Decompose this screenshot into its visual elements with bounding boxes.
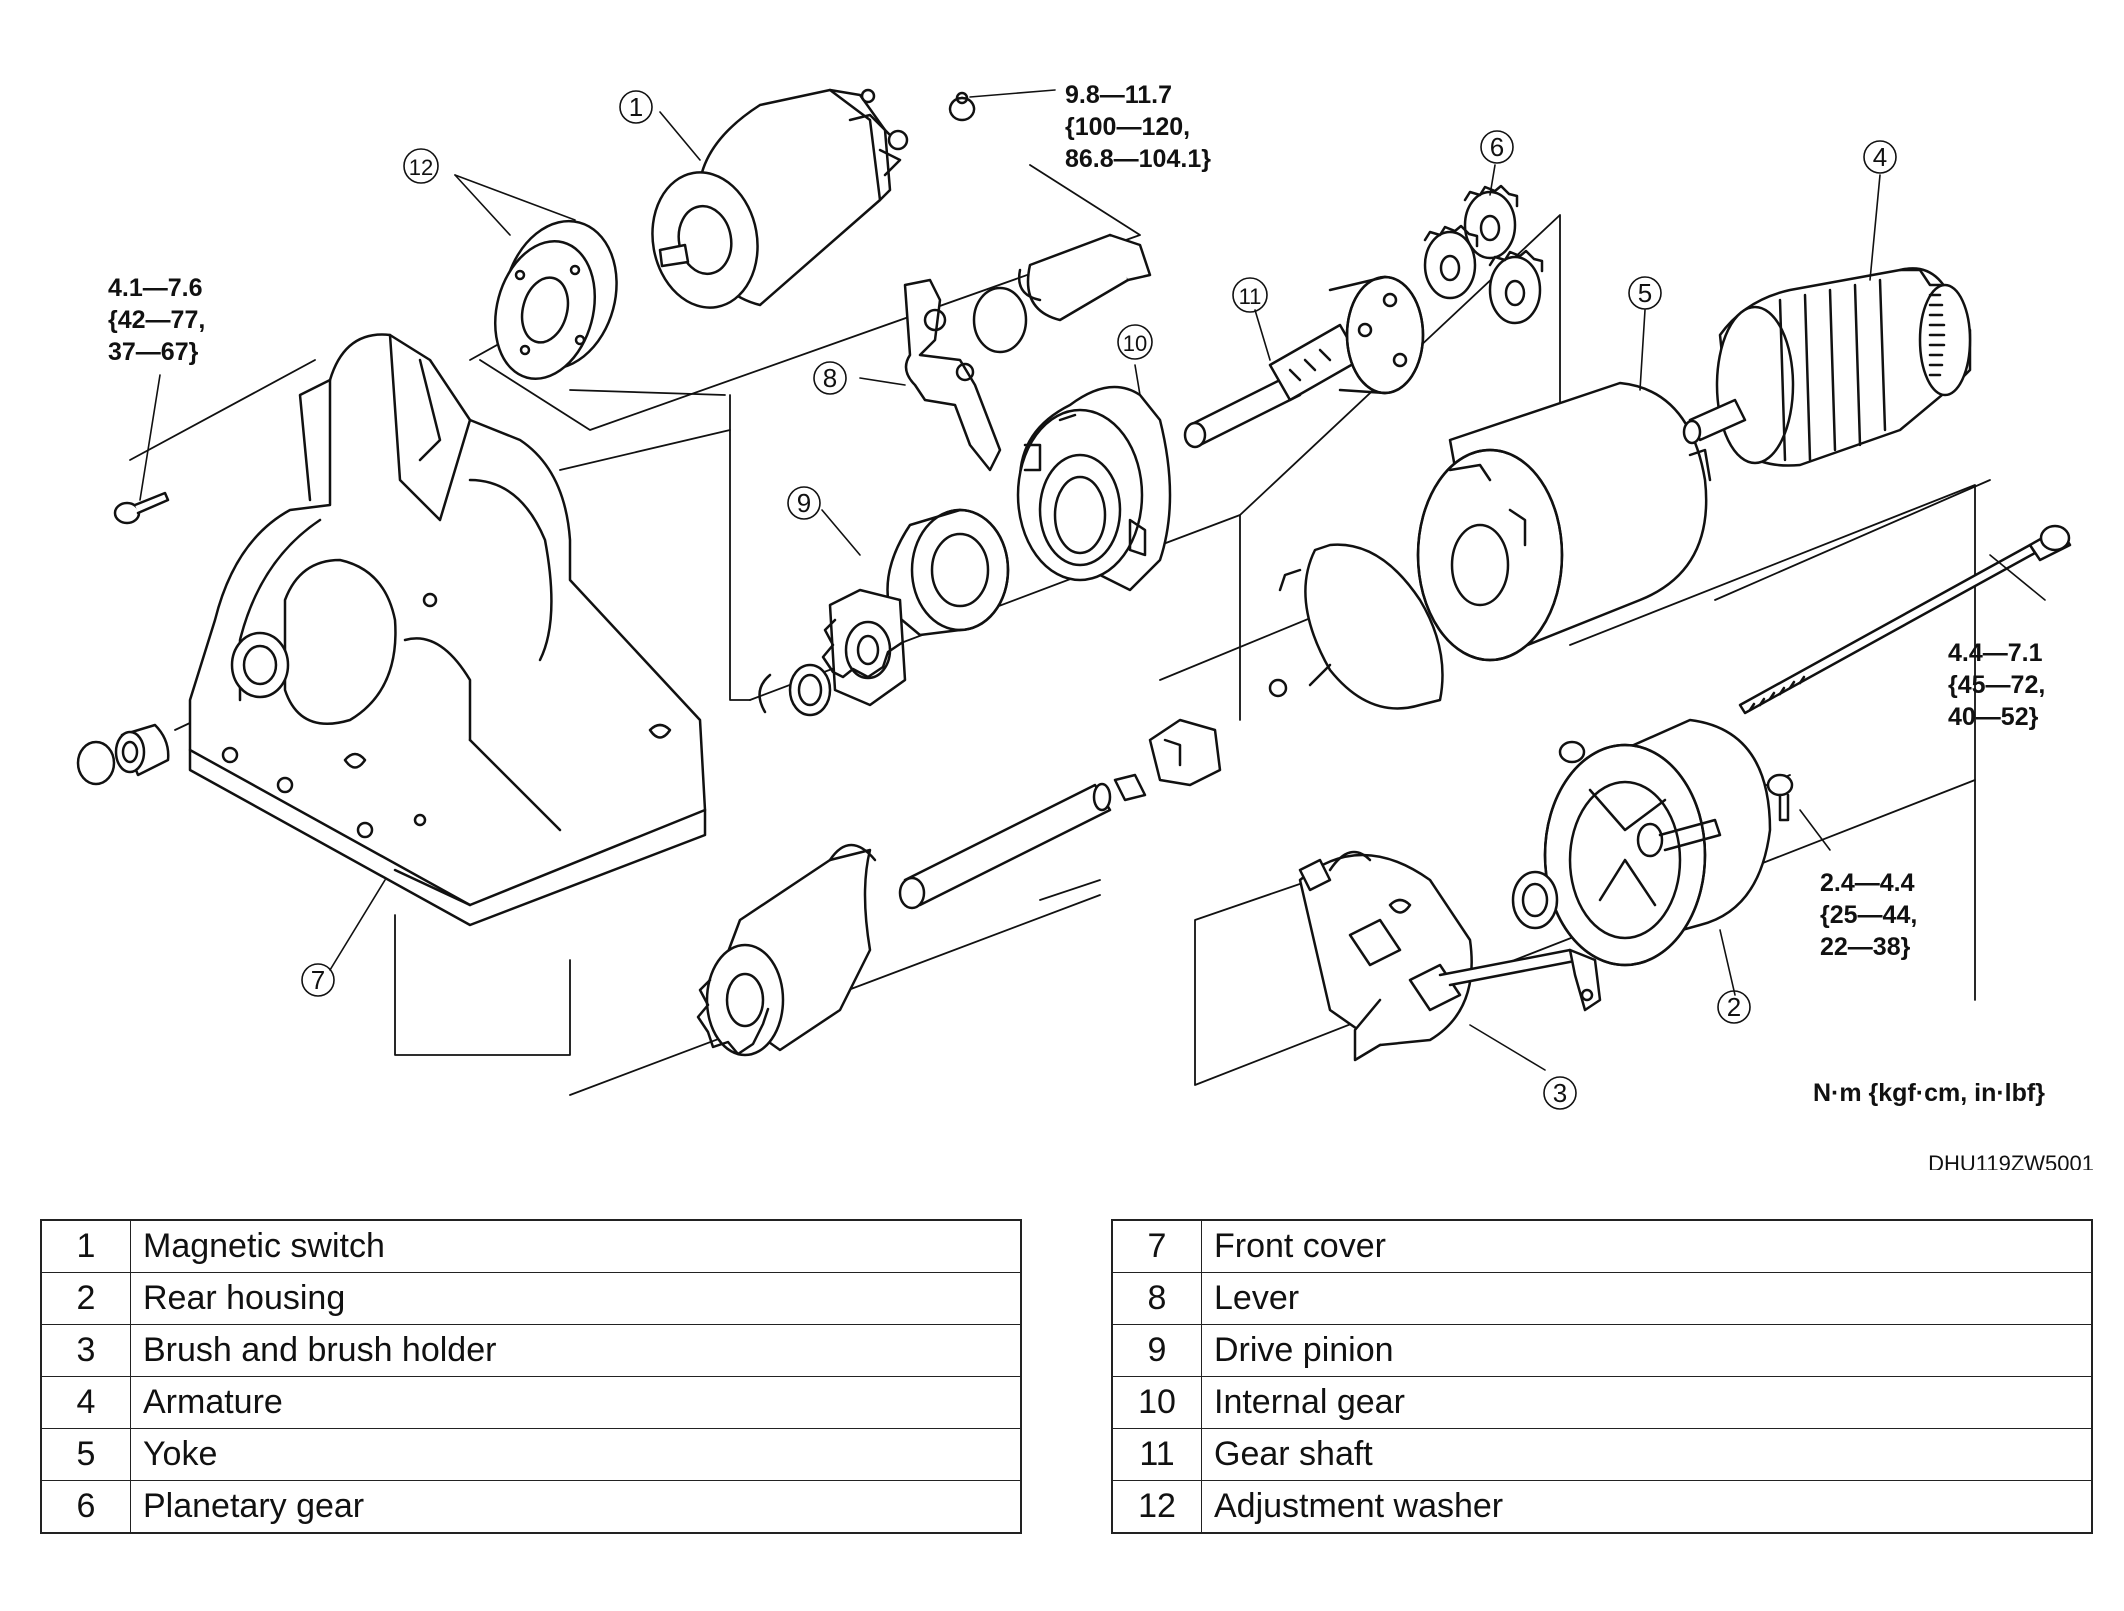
rear-housing-drawing [1511,718,1794,967]
part-name: Drive pinion [1201,1324,2093,1377]
part-name: Armature [130,1376,1022,1429]
part-number: 8 [1111,1272,1202,1325]
lever-drawing [903,233,1152,472]
part-number: 3 [40,1324,131,1377]
front-cover-drawing [188,333,707,927]
torque-line: 4.4—7.1 [1948,639,2043,667]
center-shaft-drawing [898,718,1222,910]
torque-line: {45—72, [1948,671,2045,699]
callout-12: 12 [409,155,433,180]
bushing-drawing [76,723,170,786]
callout-1: 1 [629,92,643,122]
part-name: Adjustment washer [1201,1480,2093,1534]
torque-line: {25—44, [1820,901,1917,929]
internal-gear-drawing [1016,385,1172,592]
torque-line: 22—38} [1820,933,1911,961]
torque-line: {42—77, [108,306,205,334]
torque-spec-magnetic-switch-nut: 9.8—11.7 {100—120, 86.8—104.1} [1065,81,1211,173]
part-name: Rear housing [130,1272,1022,1325]
torque-spec-rear-screw: 2.4—4.4 {25—44, 22—38} [1820,869,1917,961]
callout-2: 2 [1727,992,1741,1022]
callout-7: 7 [311,965,325,995]
magnetic-switch-drawing [651,88,976,309]
part-name: Internal gear [1201,1376,2093,1429]
part-number: 10 [1111,1376,1202,1429]
planetary-gear-drawing [1423,184,1544,325]
part-name: Lever [1201,1272,2093,1325]
callout-3: 3 [1553,1078,1567,1108]
callout-5: 5 [1638,278,1652,308]
part-number: 12 [1111,1480,1202,1534]
bolt-drawing [113,491,170,525]
torque-line: 4.1—7.6 [108,274,203,302]
armature-drawing [1682,267,1972,467]
part-number: 4 [40,1376,131,1429]
torque-spec-through-bolt: 4.4—7.1 {45—72, 40—52} [1948,639,2045,731]
callout-8: 8 [823,363,837,393]
part-name: Yoke [130,1428,1022,1481]
yoke-drawing [1268,381,1712,710]
torque-line: {100—120, [1065,113,1190,141]
part-name: Planetary gear [130,1480,1022,1534]
callout-11: 11 [1239,284,1262,309]
starter-exploded-view: 1 2 3 4 5 6 7 8 9 10 11 12 9.8—11.7 {100… [76,81,2094,1170]
part-name: Magnetic switch [130,1219,1022,1273]
part-number: 7 [1111,1219,1202,1273]
leader-lines [139,89,2046,1071]
callout-markers [301,90,1897,1110]
brush-holder-drawing [1298,850,1602,1062]
part-name: Gear shaft [1201,1428,2093,1481]
part-number: 6 [40,1480,131,1534]
pinion-gear-drawing [696,843,877,1057]
part-name: Front cover [1201,1219,2093,1273]
callout-9: 9 [797,488,811,518]
callout-4: 4 [1873,142,1887,172]
part-number: 2 [40,1272,131,1325]
gear-shaft-drawing [1183,275,1425,449]
part-number: 9 [1111,1324,1202,1377]
torque-line: 9.8—11.7 [1065,81,1172,109]
figure-code: DHU119ZW5001 [1928,1151,2094,1170]
callout-10: 10 [1123,331,1147,356]
part-number: 1 [40,1219,131,1273]
torque-line: 86.8—104.1} [1065,145,1211,173]
callout-6: 6 [1490,132,1504,162]
torque-line: 40—52} [1948,703,2039,731]
torque-spec-front-bolt: 4.1—7.6 {42—77, 37—67} [108,274,205,366]
part-number: 5 [40,1428,131,1481]
adjustment-washer-drawing [493,219,618,380]
torque-line: 37—67} [108,338,199,366]
units-label: N·m {kgf·cm, in·lbf} [1813,1079,2045,1107]
part-number: 11 [1111,1428,1202,1481]
through-bolt-drawing [1738,524,2072,715]
torque-line: 2.4—4.4 [1820,869,1915,897]
part-name: Brush and brush holder [130,1324,1022,1377]
drive-pinion-drawing [758,508,1010,717]
